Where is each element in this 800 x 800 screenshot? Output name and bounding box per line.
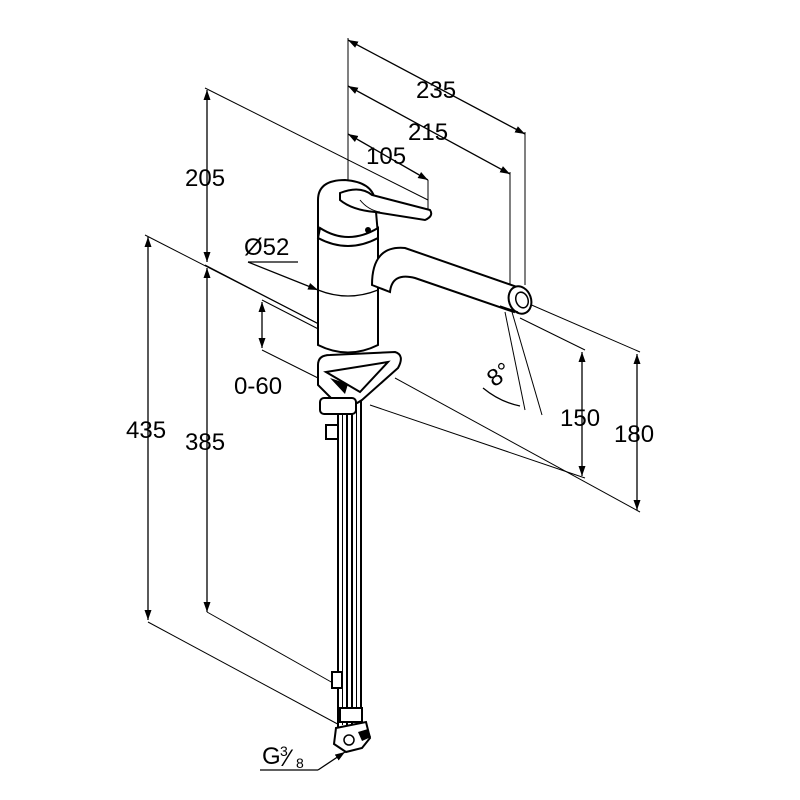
dim-line-52: [247, 261, 319, 291]
label-105: 105: [366, 143, 406, 170]
label-385: 385: [185, 429, 225, 456]
label-diameter-52: Ø52: [244, 234, 289, 261]
label-angle-8: 8°: [482, 357, 516, 392]
faucet: [316, 178, 533, 754]
faucet-body: [317, 234, 379, 354]
label-0-60: 0-60: [234, 373, 282, 400]
dimension-lines: [144, 39, 641, 771]
angle-arc-8: [482, 387, 521, 407]
dim-line-215: [347, 85, 511, 175]
dim-line-105: [347, 133, 429, 181]
label-thread-den: 8: [296, 755, 304, 771]
label-180: 180: [614, 421, 654, 448]
label-205: 205: [185, 165, 225, 192]
label-thread-num: 3: [280, 743, 288, 759]
label-435: 435: [126, 417, 166, 444]
faucet-spout: [370, 246, 522, 314]
label-thread-g: G: [262, 743, 281, 770]
dim-line-thread-leader: [317, 751, 346, 771]
lever-handle: [339, 188, 433, 222]
label-235: 235: [416, 77, 456, 104]
label-150: 150: [560, 405, 600, 432]
extension-lines: [144, 38, 641, 729]
label-215: 215: [408, 119, 448, 146]
